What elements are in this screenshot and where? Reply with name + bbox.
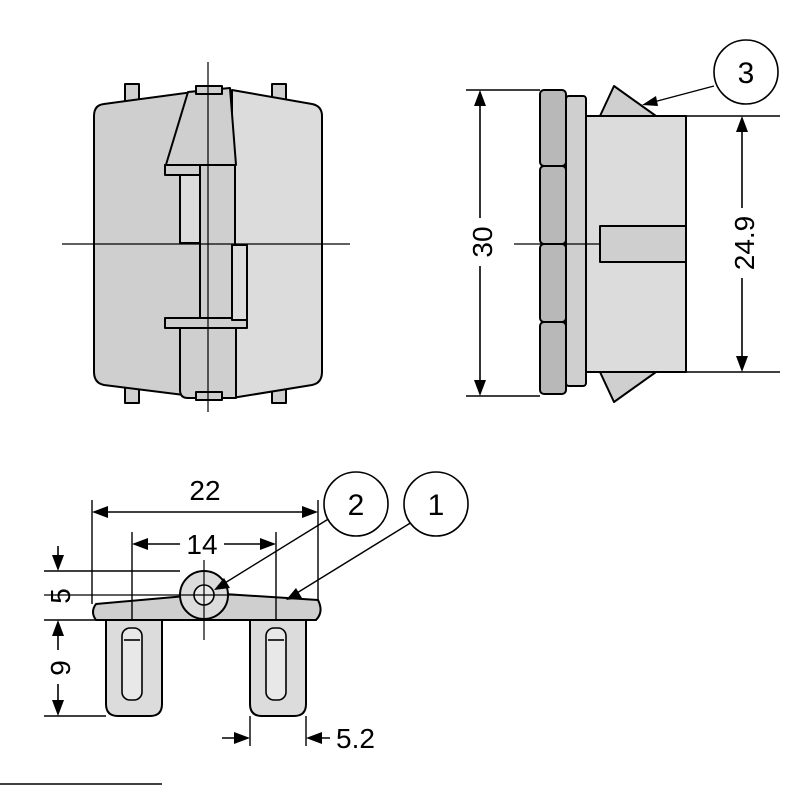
callout-balloon-2 bbox=[323, 471, 389, 537]
dimension-label-5-2: 5.2 bbox=[336, 723, 375, 754]
callout-balloon-1 bbox=[403, 471, 469, 537]
dimension-arrow-14-right bbox=[260, 538, 276, 550]
top-right-pin-slot bbox=[265, 627, 287, 701]
front-knuckle-tab-bottom bbox=[195, 391, 223, 401]
dimension-arrow-24-9-bottom bbox=[736, 356, 748, 372]
dimension-label-14: 14 bbox=[186, 529, 217, 560]
front-view bbox=[62, 62, 350, 412]
callout-leader-1 bbox=[291, 521, 413, 597]
dimension-label-5: 5 bbox=[45, 588, 76, 604]
side-wedge-top bbox=[599, 85, 657, 117]
callout-label-1: 1 bbox=[428, 489, 445, 522]
side-frame-segment-4 bbox=[539, 321, 567, 395]
dimension-label-9-bg bbox=[44, 650, 74, 684]
dimension-label-24-9-bg bbox=[726, 208, 758, 278]
side-wedge-bottom bbox=[599, 371, 657, 403]
dimension-label-30: 30 bbox=[467, 226, 498, 257]
dimension-arrow-24-9-top bbox=[736, 116, 748, 132]
dimension-arrow-30-top bbox=[474, 90, 486, 106]
side-frame-segment-1 bbox=[539, 89, 567, 167]
front-knuckle-gap-lower bbox=[231, 244, 248, 321]
dimension-arrow-30-bottom bbox=[474, 380, 486, 396]
dimension-label-30-bg bbox=[464, 218, 496, 266]
side-central-rib bbox=[599, 225, 687, 263]
dimension-arrow-14-left bbox=[132, 538, 148, 550]
dimension-label-14-bg bbox=[180, 528, 224, 560]
top-view: 22 14 5 9 5.2 2 1 bbox=[44, 471, 469, 754]
dimension-arrow-22-right bbox=[302, 506, 318, 518]
callout-arrow-2 bbox=[214, 578, 230, 590]
callout-label-2: 2 bbox=[348, 489, 365, 522]
front-knuckle-tab-top bbox=[195, 85, 223, 95]
dimension-arrow-5-bottom bbox=[52, 620, 64, 636]
side-inner-strip bbox=[565, 95, 587, 387]
dimension-arrow-9-bottom bbox=[52, 700, 64, 716]
side-frame-segment-3 bbox=[539, 243, 567, 323]
side-view: 30 24.9 3 bbox=[464, 39, 780, 403]
top-left-pin-slot bbox=[121, 627, 143, 701]
dimension-label-22: 22 bbox=[189, 475, 220, 506]
front-knuckle-middle bbox=[199, 164, 236, 326]
callout-leader-2 bbox=[219, 517, 331, 587]
dimension-arrow-22-left bbox=[92, 506, 108, 518]
callout-balloon-3 bbox=[713, 39, 779, 105]
callout-arrow-3 bbox=[642, 96, 658, 106]
side-frame-segment-2 bbox=[539, 165, 567, 245]
callout-arrow-1 bbox=[286, 588, 302, 600]
dimension-arrow-5-2-right bbox=[306, 732, 322, 744]
dimension-arrow-5-top bbox=[52, 555, 64, 571]
dimension-label-24-9: 24.9 bbox=[729, 216, 760, 271]
dimension-arrow-5-2-left bbox=[234, 732, 250, 744]
front-knuckle-gap-upper bbox=[179, 174, 201, 244]
dimension-label-9: 9 bbox=[45, 660, 76, 676]
callout-label-3: 3 bbox=[738, 57, 755, 90]
callout-leader-3 bbox=[645, 85, 715, 105]
